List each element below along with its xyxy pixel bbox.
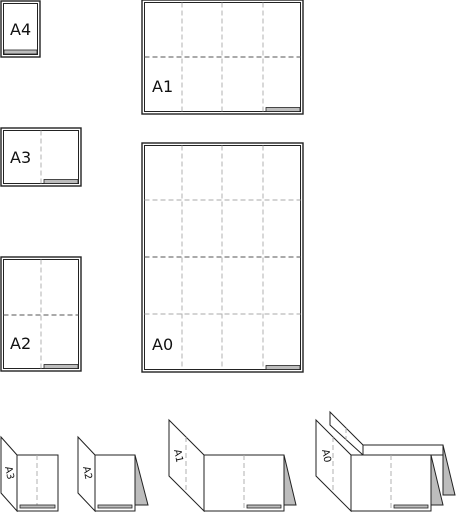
folded-label-a1: A1	[171, 448, 185, 463]
title-block	[97, 504, 133, 509]
folded-a1: A1	[168, 418, 297, 512]
title-block	[265, 365, 301, 370]
title-block	[393, 504, 429, 509]
sheet-label-a4: A4	[10, 20, 31, 39]
title-block	[246, 504, 282, 509]
sheet-a4: A4	[0, 0, 41, 58]
sheet-a1: A1	[141, 0, 304, 115]
sheet-label-a0: A0	[152, 335, 173, 354]
folded-a0: A0	[315, 410, 456, 512]
sheet-label-a1: A1	[152, 77, 173, 96]
title-block	[43, 179, 79, 184]
title-block	[43, 364, 79, 369]
folded-a2: A2	[77, 435, 149, 512]
folded-a3: A3	[0, 435, 59, 512]
sheet-a2: A2	[0, 256, 82, 372]
title-block	[3, 49, 38, 55]
folded-label-a2: A2	[80, 465, 94, 480]
title-block	[265, 107, 301, 112]
folded-label-a0: A0	[319, 448, 333, 463]
sheet-label-a2: A2	[10, 334, 31, 353]
title-block	[19, 504, 56, 509]
folded-label-a3: A3	[2, 465, 16, 480]
sheet-label-a3: A3	[10, 148, 31, 167]
sheet-a0: A0	[141, 142, 304, 373]
sheet-a3: A3	[0, 127, 82, 187]
